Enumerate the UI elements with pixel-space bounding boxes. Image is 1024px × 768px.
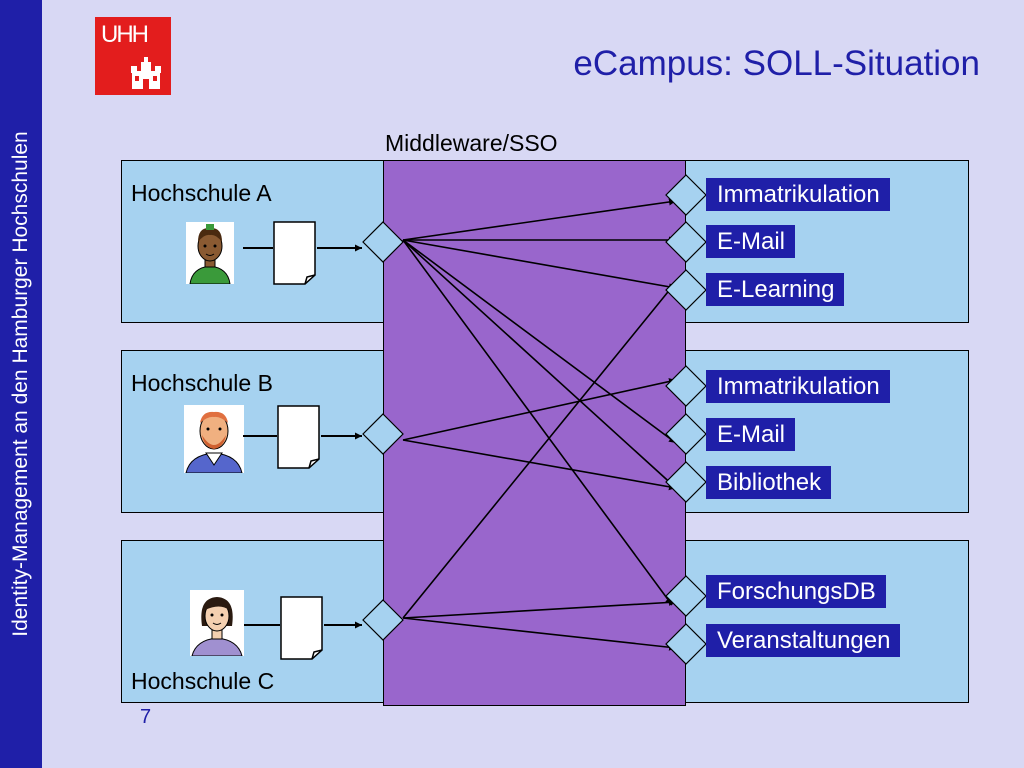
- service-node: [665, 461, 707, 503]
- login-node-a: [362, 221, 404, 263]
- connection-arrow: [402, 281, 677, 619]
- connection-arrow: [402, 617, 677, 651]
- connection-arrow: [402, 239, 677, 489]
- service-immatrikulation-b: Immatrikulation: [706, 370, 890, 403]
- service-email-b: E-Mail: [706, 418, 796, 451]
- uhh-logo: UHH: [95, 17, 171, 95]
- service-forschungsdb-c: ForschungsDB: [706, 575, 886, 608]
- service-node: [665, 413, 707, 455]
- service-node: [665, 269, 707, 311]
- sidebar: Identity-Management an den Hamburger Hoc…: [0, 0, 42, 768]
- service-node: [665, 365, 707, 407]
- middleware-label: Middleware/SSO: [385, 130, 558, 156]
- logo-text: UHH: [101, 21, 149, 48]
- service-veranstaltungen-c: Veranstaltungen: [706, 624, 901, 657]
- service-immatrikulation-a: Immatrikulation: [706, 178, 890, 211]
- slide-title: eCampus: SOLL-Situation: [573, 44, 980, 83]
- service-node: [665, 221, 707, 263]
- connection-arrow: [402, 198, 677, 241]
- document-icon: [280, 596, 323, 660]
- service-email-a: E-Mail: [706, 225, 796, 258]
- document-icon: [273, 221, 316, 285]
- label-hochschule-c: Hochschule C: [131, 668, 275, 694]
- connection-arrow: [402, 439, 677, 491]
- castle-icon: [131, 57, 161, 89]
- service-node: [665, 174, 707, 216]
- connection-arrow: [402, 598, 677, 619]
- page-number: 7: [140, 706, 152, 728]
- service-node: [665, 623, 707, 665]
- document-icon: [277, 405, 320, 469]
- connection-arrow: [402, 239, 677, 444]
- user-avatar-a: [186, 222, 234, 285]
- service-node: [665, 575, 707, 617]
- login-node-c: [362, 599, 404, 641]
- connection-arrow: [402, 239, 677, 291]
- connection-arrow: [402, 378, 677, 441]
- login-node-b: [362, 413, 404, 455]
- user-avatar-b: [184, 405, 244, 474]
- service-elearning-a: E-Learning: [706, 273, 845, 306]
- connection-arrow: [402, 239, 673, 606]
- label-hochschule-a: Hochschule A: [131, 180, 272, 206]
- service-bibliothek-b: Bibliothek: [706, 466, 832, 499]
- label-hochschule-b: Hochschule B: [131, 370, 273, 396]
- user-avatar-c: [190, 590, 244, 657]
